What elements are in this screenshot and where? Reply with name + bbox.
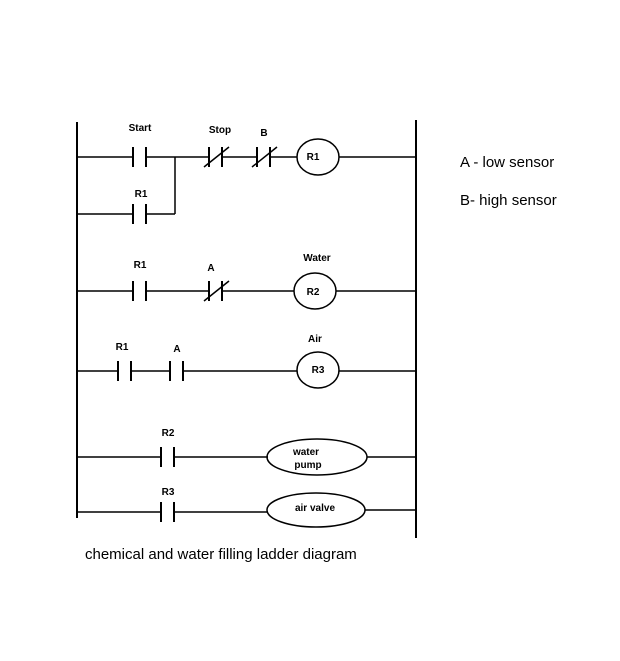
r2-contact (160, 447, 175, 467)
label-start: Start (129, 123, 152, 134)
r1-latch-contact (132, 204, 147, 224)
rung-3 (77, 351, 416, 389)
label-a-rung2: A (207, 263, 214, 274)
r1-contact-rung2 (132, 281, 147, 301)
label-water: Water (303, 253, 331, 264)
legend-a: A - low sensor (460, 154, 554, 171)
stop-contact-nc (203, 146, 230, 168)
label-a-rung3: A (173, 344, 180, 355)
label-air-valve: air valve (295, 503, 335, 514)
label-r2-contact: R2 (162, 428, 175, 439)
coil-r3 (296, 351, 340, 389)
label-water-pump-2: pump (294, 460, 321, 471)
label-water-pump-1: water (292, 447, 319, 458)
label-r3-contact: R3 (162, 487, 175, 498)
r3-contact (160, 502, 175, 522)
rung-4 (77, 438, 416, 476)
legend-b: B- high sensor (460, 192, 557, 209)
a-contact-no (169, 361, 184, 381)
label-b: B (260, 128, 267, 139)
b-contact-nc (251, 146, 278, 168)
label-r1-rung2: R1 (134, 260, 147, 271)
label-air: Air (308, 334, 322, 345)
label-coil-r1: R1 (307, 152, 320, 163)
r1-contact-rung3 (117, 361, 132, 381)
label-r1-rung3: R1 (116, 342, 129, 353)
start-contact (132, 147, 147, 167)
a-contact-nc (203, 280, 230, 302)
diagram-caption: chemical and water filling ladder diagra… (85, 546, 357, 563)
rung-5 (77, 492, 416, 528)
rung-2 (77, 272, 416, 310)
label-coil-r3: R3 (312, 365, 325, 376)
label-stop: Stop (209, 125, 231, 136)
label-coil-r2: R2 (307, 287, 320, 298)
label-r1-latch: R1 (135, 189, 148, 200)
rung-1 (77, 138, 416, 224)
